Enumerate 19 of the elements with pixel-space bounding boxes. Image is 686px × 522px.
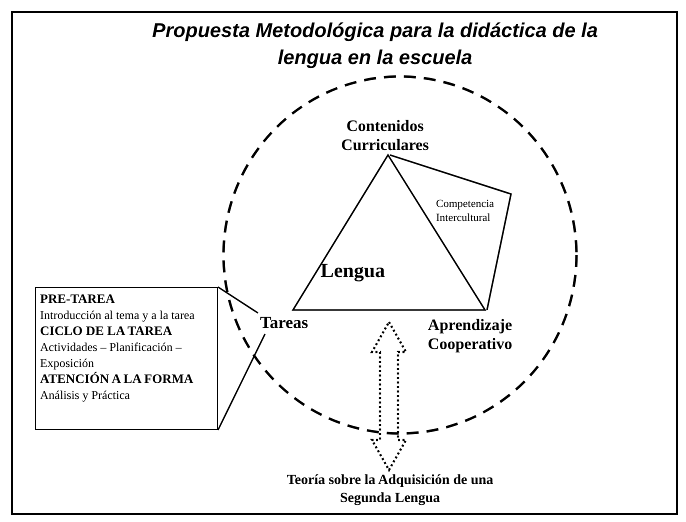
section-heading: CICLO DE LA TAREA [40,323,174,339]
section-text: Análisis y Práctica [40,387,131,403]
diagram-title: Propuesta Metodológica para la didáctica de la lengua en la escuela [151,19,599,71]
section-text: Introducción al tema y a la tarea [40,307,196,323]
vertex-label: Aprendizaje Cooperativo [426,316,514,354]
section-text: Actividades – Planificación – Exposición [40,339,183,371]
section-heading: ATENCIÓN A LA FORMA [40,371,194,387]
vertex-label: Contenidos Curriculares [340,117,430,155]
triangle-label: Lengua [320,259,385,283]
leader-line [218,286,258,314]
node-label: Teoría sobre la Adquisición de una Segunda Lengua [270,472,510,512]
dashed-circle [222,75,578,435]
section-heading: PRE-TAREA [40,291,116,307]
quadrilateral [390,155,511,310]
text-box [35,287,218,430]
leader-line [217,334,266,430]
double-block-arrow [370,320,408,472]
node-label: Tareas [260,312,322,334]
quadrilateral-label: Competencia Intercultural [436,197,496,225]
